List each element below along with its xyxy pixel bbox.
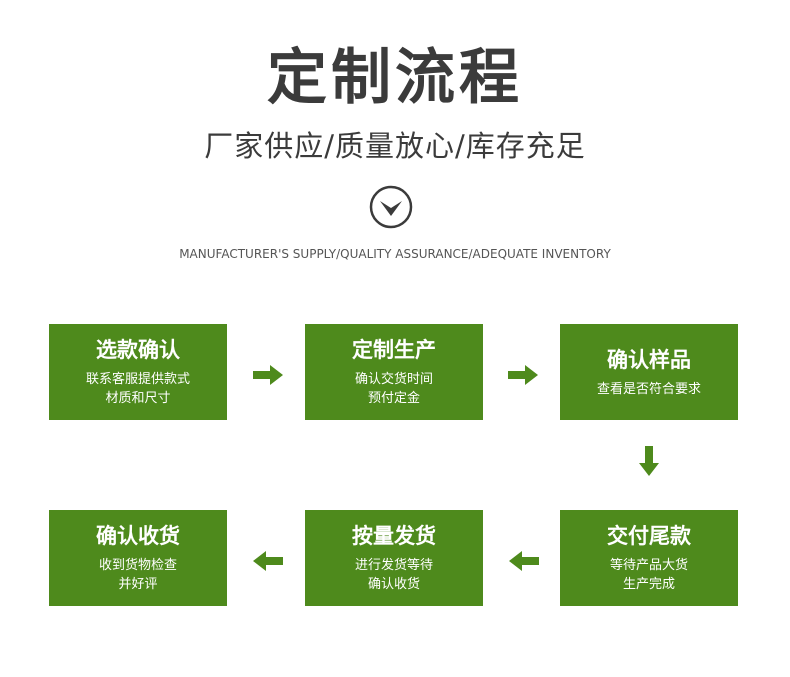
step-desc-line2: 预付定金 <box>367 391 420 406</box>
arrow-right-icon <box>253 365 283 385</box>
step-desc-line2: 生产完成 <box>622 577 675 592</box>
arrow-down-icon <box>639 446 659 476</box>
step-desc-line1: 等待产品大货 <box>609 558 688 573</box>
step-box-final-payment: 交付尾款 等待产品大货 生产完成 <box>560 510 738 606</box>
step-desc-line2: 材质和尺寸 <box>105 391 171 406</box>
step-desc-line1: 收到货物检查 <box>98 558 177 573</box>
step-desc-line1: 进行发货等待 <box>354 558 433 573</box>
step-box-confirm-sample: 确认样品 查看是否符合要求 <box>560 324 738 420</box>
step-desc-line2: 确认收货 <box>367 577 420 592</box>
arrow-left-icon <box>253 551 283 571</box>
step-title: 按量发货 <box>352 524 436 548</box>
step-title: 定制生产 <box>352 338 436 362</box>
page-subtitle: 厂家供应/质量放心/库存充足 <box>204 129 586 163</box>
step-title: 确认收货 <box>96 524 180 548</box>
step-box-select-style: 选款确认 联系客服提供款式 材质和尺寸 <box>49 324 227 420</box>
step-desc-line1: 查看是否符合要求 <box>596 381 701 397</box>
step-title: 确认样品 <box>607 347 691 372</box>
step-desc-line2: 并好评 <box>118 577 158 592</box>
step-desc-line1: 联系客服提供款式 <box>85 372 190 387</box>
english-subtitle: MANUFACTURER'S SUPPLY/QUALITY ASSURANCE/… <box>179 247 611 261</box>
step-title: 交付尾款 <box>607 524 691 548</box>
step-title: 选款确认 <box>96 338 180 362</box>
page-title: 定制流程 <box>267 43 523 113</box>
step-box-custom-production: 定制生产 确认交货时间 预付定金 <box>305 324 483 420</box>
arrow-left-icon <box>509 551 539 571</box>
arrow-right-icon <box>508 365 538 385</box>
chevron-down-circle-icon <box>369 185 413 229</box>
step-box-confirm-receipt: 确认收货 收到货物检查 并好评 <box>49 510 227 606</box>
step-box-ship-goods: 按量发货 进行发货等待 确认收货 <box>305 510 483 606</box>
step-desc-line1: 确认交货时间 <box>354 372 433 387</box>
